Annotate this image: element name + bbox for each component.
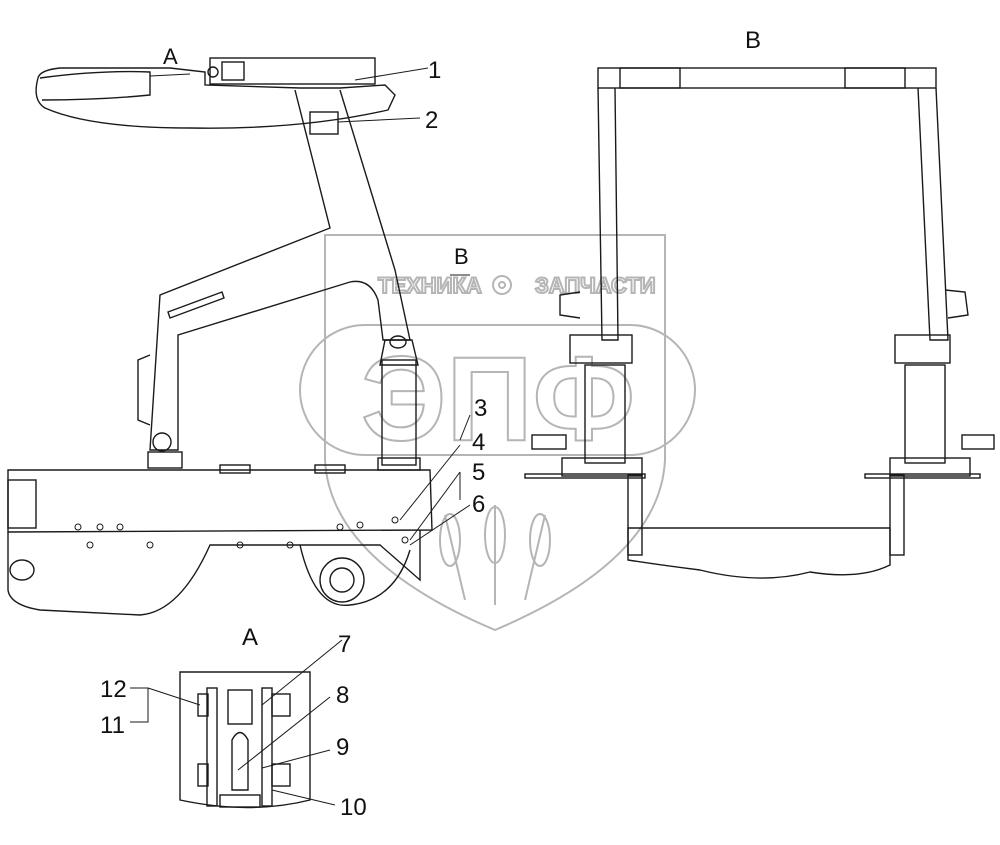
b-top-crossbar — [597, 67, 937, 89]
a-bolt-upper-right — [271, 693, 291, 717]
a-bolt-lower-right — [271, 763, 291, 787]
a-pin-8 — [231, 731, 249, 791]
b-left-hose-fitting — [531, 434, 567, 450]
rear-wheel-arch — [299, 544, 411, 606]
front-light — [9, 559, 35, 581]
b-left-bracket — [627, 474, 643, 556]
roof-bracket-a — [221, 61, 245, 81]
chassis-bolt-row — [74, 516, 409, 549]
a-bolt-lower-left — [197, 763, 209, 787]
b-right-leg — [917, 87, 949, 341]
a-bolt-upper-left — [197, 693, 209, 717]
callout-4: 4 — [472, 429, 485, 456]
watermark-emblem-band — [299, 324, 696, 456]
gear-icon-hub — [498, 281, 506, 289]
watermark: ТЕХНИКА ЗАПЧАСТИ ЭПФ — [299, 234, 696, 632]
a-right-plate — [261, 687, 273, 807]
b-left-post — [584, 364, 626, 464]
leader-lines — [130, 67, 471, 806]
callout-5: 5 — [472, 459, 485, 486]
post-hinge-lug — [389, 335, 407, 349]
b-right-post — [904, 364, 946, 464]
callout-3: 3 — [474, 395, 487, 422]
grab-handle — [137, 354, 151, 426]
view-b-marker: B — [454, 244, 469, 269]
b-top-crossbar-joint-left — [619, 67, 681, 89]
b-right-hose-fitting — [961, 434, 995, 450]
b-chassis-beam — [627, 527, 891, 579]
b-left-handle — [559, 291, 581, 319]
b-left-hinge — [569, 334, 633, 364]
front-bracket — [7, 479, 37, 529]
callout-1: 1 — [428, 57, 441, 84]
a-left-plate — [206, 687, 218, 807]
roof-mount-plate — [209, 57, 376, 85]
left-pivot-base — [147, 451, 183, 469]
wheat-ears-icon — [439, 505, 551, 605]
b-top-crossbar-joint-right — [844, 67, 906, 89]
callout-9: 9 — [336, 734, 349, 761]
view-labels: A B B A — [163, 27, 761, 651]
callout-12: 12 — [100, 676, 127, 703]
view-b-assembly — [524, 67, 995, 579]
chassis-body — [7, 469, 433, 533]
b-left-plate — [524, 473, 646, 479]
tank-cap-2 — [314, 464, 346, 474]
b-right-plate — [864, 473, 981, 479]
view-a-marker: A — [163, 44, 178, 69]
b-right-handle — [944, 289, 969, 319]
watermark-left-word: ТЕХНИКА — [378, 273, 482, 298]
b-left-base — [561, 457, 643, 477]
callout-6: 6 — [472, 491, 485, 518]
a-bottom-base — [219, 794, 261, 808]
rear-wheel-hub-inner — [329, 567, 355, 593]
watermark-monogram: ЭПФ — [361, 332, 635, 466]
callout-11: 11 — [100, 712, 125, 739]
b-right-base — [889, 457, 971, 477]
callout-7: 7 — [338, 631, 351, 658]
roof-bracket-pin — [207, 66, 219, 78]
support-post — [381, 359, 417, 466]
view-a-title: A — [242, 624, 258, 651]
b-left-leg — [597, 87, 619, 341]
watermark-right-word: ЗАПЧАСТИ — [535, 273, 656, 298]
callout-10: 10 — [340, 794, 367, 821]
b-right-hinge — [894, 334, 951, 364]
callout-8: 8 — [336, 682, 349, 709]
tank-cap-1 — [219, 464, 251, 474]
roof-visor — [39, 70, 151, 101]
b-right-bracket — [889, 474, 905, 556]
view-a-detail — [179, 671, 311, 809]
post-hinge — [379, 339, 419, 366]
frame-slot — [167, 291, 225, 319]
callout-2: 2 — [425, 107, 438, 134]
rear-wheel-hub — [319, 557, 365, 603]
label-plate-2 — [309, 111, 339, 135]
watermark-shield — [324, 234, 666, 632]
roof-canopy — [35, 67, 396, 129]
a-center-block — [227, 689, 253, 725]
callout-numbers: 1 2 3 4 5 6 7 8 9 10 11 12 — [100, 57, 487, 821]
view-b-title: B — [745, 27, 761, 54]
a-detail-outline — [179, 671, 311, 809]
left-pivot — [152, 432, 172, 452]
gear-icon — [492, 275, 512, 295]
chassis-lower — [7, 530, 421, 616]
